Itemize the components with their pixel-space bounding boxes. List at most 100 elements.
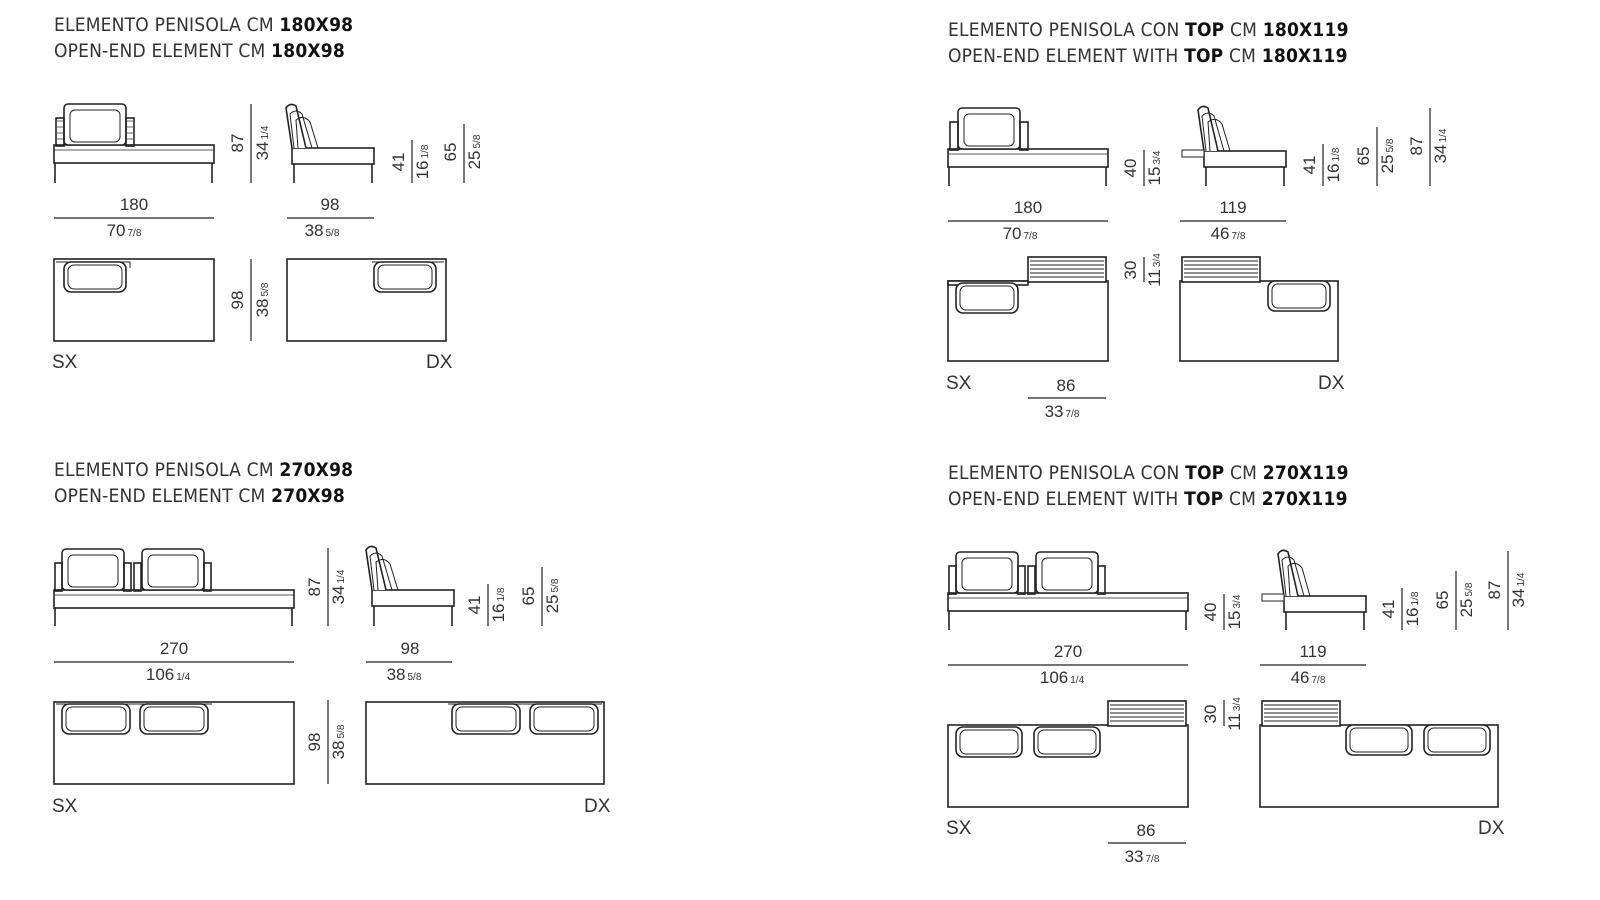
panel-title: ELEMENTO PENISOLA CON TOP CM 270X119 OPE… [948, 460, 1349, 512]
plan-sx [53, 258, 215, 342]
top-height-in: 153/4 [1145, 150, 1164, 185]
plan-sx [53, 701, 295, 785]
label-sx: SX [946, 373, 972, 394]
plan-dx [1179, 256, 1339, 362]
seat-height-in: 161/8 [1403, 591, 1422, 626]
arm-height-in: 255/8 [543, 578, 562, 613]
label-dx: DX [426, 352, 453, 373]
arm-height-cm: 65 [441, 143, 460, 162]
label-dx: DX [1318, 373, 1345, 394]
back-height-in: 341/4 [1509, 572, 1528, 607]
front-height-in: 341/4 [253, 125, 272, 160]
front-elevation [947, 107, 1109, 186]
front-elevation [53, 548, 295, 626]
plan-dx [1259, 700, 1499, 808]
side-elevation [285, 103, 375, 183]
plan-sx [947, 700, 1189, 808]
label-dx: DX [1478, 818, 1505, 839]
side-elevation [1181, 105, 1287, 186]
arm-height-in: 255/8 [1378, 138, 1397, 173]
label-sx: SX [946, 818, 972, 839]
seat-height-in: 161/8 [413, 144, 432, 179]
side-depth-cm: 98 [401, 639, 420, 658]
side-depth-cm: 98 [321, 195, 340, 214]
top-width-cm: 86 [1137, 821, 1156, 840]
seat-height-cm: 41 [465, 596, 484, 615]
title-english: OPEN-END ELEMENT WITH TOP CM 270X119 [948, 488, 1348, 510]
front-height-cm: 87 [305, 578, 324, 597]
top-height-cm: 40 [1121, 159, 1140, 178]
back-height-in: 341/4 [1431, 128, 1450, 163]
label-sx: SX [52, 796, 78, 817]
seat-height-cm: 41 [1300, 156, 1319, 175]
plan-dx [365, 701, 605, 785]
plan-depth-in: 385/8 [253, 282, 272, 317]
plan-sx [947, 256, 1109, 362]
plan-depth-cm: 98 [305, 733, 324, 752]
front-height-in: 341/4 [329, 569, 348, 604]
side-elevation [1261, 549, 1367, 630]
arm-height-cm: 65 [1433, 591, 1452, 610]
title-english: OPEN-END ELEMENT WITH TOP CM 180X119 [948, 45, 1348, 67]
arm-height-in: 255/8 [465, 134, 484, 169]
plan-depth-cm: 98 [228, 291, 247, 310]
seat-height-cm: 41 [1379, 600, 1398, 619]
seat-height-in: 161/8 [489, 587, 508, 622]
side-depth-cm: 119 [1299, 642, 1326, 661]
front-width-cm: 270 [1054, 642, 1082, 661]
top-depth-in: 113/4 [1225, 697, 1244, 731]
front-width-cm: 180 [1014, 198, 1042, 217]
top-height-cm: 40 [1201, 603, 1220, 622]
panel-180x98: ELEMENTO PENISOLA CM 180X98 OPEN-END ELE… [0, 0, 780, 440]
plan-depth-in: 385/8 [329, 724, 348, 759]
title-italian: ELEMENTO PENISOLA CON TOP CM 270X119 [948, 462, 1349, 484]
label-sx: SX [52, 352, 78, 373]
arm-height-cm: 65 [1354, 147, 1373, 166]
panel-title: ELEMENTO PENISOLA CM 180X98 OPEN-END ELE… [54, 12, 353, 64]
title-italian: ELEMENTO PENISOLA CM 180X98 [54, 14, 354, 36]
plan-dx [286, 258, 447, 342]
panel-title: ELEMENTO PENISOLA CON TOP CM 180X119 OPE… [948, 17, 1349, 69]
title-italian: ELEMENTO PENISOLA CON TOP CM 180X119 [948, 19, 1349, 41]
top-depth-cm: 30 [1121, 261, 1140, 280]
side-elevation [365, 545, 455, 626]
arm-height-cm: 65 [519, 587, 538, 606]
arm-height-in: 255/8 [1457, 582, 1476, 617]
back-height-cm: 87 [1407, 137, 1426, 156]
seat-height-cm: 41 [389, 153, 408, 172]
panel-title: ELEMENTO PENISOLA CM 270X98 OPEN-END ELE… [54, 457, 353, 509]
front-height-cm: 87 [228, 134, 247, 153]
title-italian: ELEMENTO PENISOLA CM 270X98 [54, 459, 354, 481]
top-depth-cm: 30 [1201, 705, 1220, 724]
panel-180x119-top: ELEMENTO PENISOLA CON TOP CM 180X119 OPE… [0, 0, 1600, 440]
seat-height-in: 161/8 [1324, 147, 1343, 182]
front-width-cm: 180 [120, 195, 148, 214]
back-height-cm: 87 [1485, 581, 1504, 600]
label-dx: DX [584, 796, 611, 817]
top-height-in: 153/4 [1225, 594, 1244, 629]
title-english: OPEN-END ELEMENT CM 270X98 [54, 485, 345, 507]
front-width-cm: 270 [160, 639, 188, 658]
title-english: OPEN-END ELEMENT CM 180X98 [54, 40, 345, 62]
front-elevation [947, 551, 1189, 630]
top-width-cm: 86 [1057, 376, 1076, 395]
top-depth-in: 113/4 [1145, 253, 1164, 287]
side-depth-cm: 119 [1219, 198, 1246, 217]
panel-270x98: ELEMENTO PENISOLA CM 270X98 OPEN-END ELE… [0, 0, 780, 900]
front-elevation [53, 103, 215, 183]
